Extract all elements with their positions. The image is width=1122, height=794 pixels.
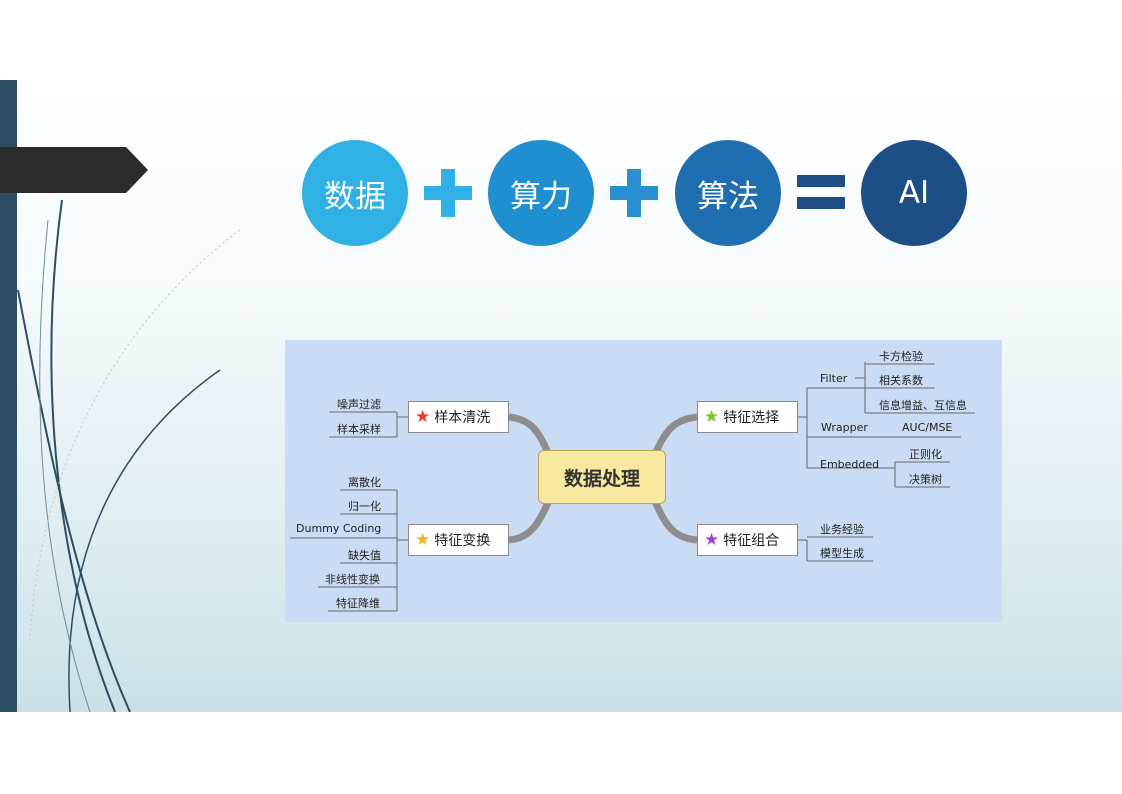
leaf-normalization: 归一化 <box>348 500 381 513</box>
leaf-chi-square-test: 卡方检验 <box>879 350 923 363</box>
decorative-swoosh-lines <box>17 199 241 712</box>
leaf-embedded: Embedded <box>820 458 880 471</box>
branch-feature-transform: ★ 特征变换 <box>408 524 509 556</box>
yellow-star-icon: ★ <box>415 529 431 550</box>
data-processing-mindmap: 数据处理 ★ 样本清洗 ★ 特征变换 ★ 特征选择 ★ 特征组合 噪声过滤 样本… <box>285 340 1002 622</box>
title-tab-arrow <box>0 147 148 193</box>
term-data-label: 数据 <box>324 178 386 215</box>
leaf-correlation-coefficient: 相关系数 <box>879 374 923 387</box>
term-algorithm-circle: 算法 <box>675 140 781 246</box>
leaf-regularization: 正则化 <box>909 448 942 461</box>
leaf-business-experience: 业务经验 <box>820 523 864 536</box>
leaf-noise-filtering: 噪声过滤 <box>337 398 381 411</box>
leaf-information-gain: 信息增益、互信息 <box>879 399 967 412</box>
leaf-sample-sampling: 样本采样 <box>337 423 381 436</box>
result-ai-label: AI <box>898 175 930 211</box>
branch-feature-combination-label: 特征组合 <box>723 533 780 549</box>
center-node-data-processing: 数据处理 <box>538 450 666 504</box>
purple-star-icon: ★ <box>704 529 720 550</box>
plus-icon <box>424 169 472 217</box>
branch-sample-cleaning-label: 样本清洗 <box>434 410 491 426</box>
red-star-icon: ★ <box>415 406 431 427</box>
leaf-dummy-coding: Dummy Coding <box>296 522 382 535</box>
left-accent-bar <box>0 80 17 712</box>
result-ai-circle: AI <box>861 140 967 246</box>
branch-sample-cleaning: ★ 样本清洗 <box>408 401 509 433</box>
leaf-missing-values: 缺失值 <box>348 549 381 562</box>
term-algorithm-label: 算法 <box>697 178 759 215</box>
branch-feature-transform-label: 特征变换 <box>434 533 491 549</box>
branch-feature-selection: ★ 特征选择 <box>697 401 798 433</box>
branch-feature-combination: ★ 特征组合 <box>697 524 798 556</box>
term-data-circle: 数据 <box>302 140 408 246</box>
term-compute-circle: 算力 <box>488 140 594 246</box>
green-star-icon: ★ <box>704 406 720 427</box>
slide: 数据 算力 算法 AI <box>0 80 1122 712</box>
leaf-decision-tree: 决策树 <box>909 473 942 486</box>
leaf-model-generation: 模型生成 <box>820 547 864 560</box>
leaf-discretization: 离散化 <box>348 476 381 489</box>
term-compute-label: 算力 <box>510 178 572 215</box>
leaf-filter: Filter <box>820 372 848 385</box>
plus-icon <box>610 169 658 217</box>
equals-icon <box>797 175 845 209</box>
leaf-auc-mse: AUC/MSE <box>902 421 953 434</box>
leaf-nonlinear-transform: 非线性变换 <box>325 573 380 586</box>
branch-feature-selection-label: 特征选择 <box>723 410 780 426</box>
leaf-dimension-reduction: 特征降维 <box>336 597 380 610</box>
leaf-wrapper: Wrapper <box>821 421 868 434</box>
